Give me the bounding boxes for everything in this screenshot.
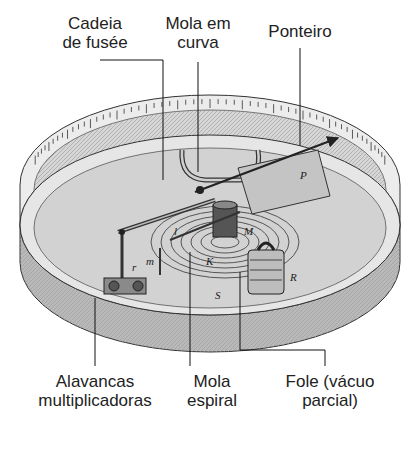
- spiral-turn: [211, 236, 239, 248]
- scale-tick: [161, 102, 162, 107]
- scale-tick: [185, 100, 186, 105]
- scale-tick: [53, 139, 54, 144]
- scale-tick: [35, 156, 36, 165]
- bellows-clamp: [258, 243, 274, 250]
- scale-tick: [329, 119, 330, 128]
- scale-tick: [378, 149, 379, 154]
- lever-plate: [238, 150, 330, 214]
- engraving-letter: l: [174, 226, 177, 237]
- scale-tick: [138, 106, 139, 111]
- scale-tick: [309, 112, 310, 117]
- scale-tick: [316, 115, 317, 120]
- scale-tick: [62, 133, 63, 138]
- lever-rod: [159, 248, 161, 275]
- hub-top: [213, 201, 237, 209]
- scale-tick: [218, 99, 219, 104]
- scale-tick: [323, 117, 324, 122]
- scale-tick: [295, 109, 296, 114]
- scale-tick: [352, 130, 353, 139]
- scale-tick: [154, 103, 155, 108]
- scale-tick: [117, 111, 118, 120]
- lever-joint: [119, 229, 125, 235]
- scale-tick: [288, 107, 289, 112]
- scale-tick: [335, 122, 336, 127]
- scale-tick: [110, 112, 111, 117]
- scale-tick: [72, 127, 73, 132]
- case-rim: [20, 135, 400, 315]
- scale-tick: [48, 142, 49, 151]
- engraving-letter: r: [132, 262, 136, 273]
- vacuum-bellows: [248, 243, 284, 294]
- scale-tick: [381, 152, 382, 157]
- part-callout: Mola em curva: [159, 14, 237, 52]
- scale-tick: [193, 99, 194, 104]
- scale-tick: [341, 124, 342, 129]
- engraving-letter: M: [244, 226, 253, 237]
- scale-tick: [347, 127, 348, 132]
- lever-rod: [121, 232, 124, 282]
- scale-tick: [78, 124, 79, 129]
- scale-tick: [384, 156, 385, 165]
- scale-tick: [362, 136, 363, 141]
- scale-tick: [103, 115, 104, 120]
- scale-tick: [242, 100, 243, 109]
- scale-tick: [250, 101, 251, 106]
- engraving-letter: K: [206, 256, 213, 267]
- scale-tick: [234, 100, 235, 105]
- multiplying-levers: [104, 200, 240, 294]
- leader-line: [100, 60, 163, 180]
- engraving-letter: m: [146, 256, 154, 267]
- lever-base: [104, 278, 146, 294]
- pointer-axle: [196, 186, 204, 194]
- bellows-body: [248, 250, 284, 294]
- scale-tick: [210, 99, 211, 108]
- scale-tick: [226, 99, 227, 104]
- lever-pivot: [109, 281, 119, 291]
- part-callout: Fole (vácuo parcial): [270, 372, 390, 410]
- scale-tick: [281, 106, 282, 111]
- scale-tick: [90, 119, 91, 128]
- scale-tick: [41, 149, 42, 154]
- leader-line: [190, 252, 191, 366]
- engraving-letter: R: [290, 272, 297, 283]
- pointer-needle: [195, 138, 338, 192]
- scale-tick: [57, 136, 58, 141]
- scale-tick: [169, 101, 170, 106]
- leader-line: [198, 62, 199, 172]
- scale-tick: [67, 130, 68, 139]
- engraving-letter: S: [215, 290, 221, 301]
- lever-arm: [170, 212, 240, 240]
- scale-tick: [371, 142, 372, 151]
- scale-tick: [96, 117, 97, 122]
- scale-tick: [265, 103, 266, 108]
- scale-tick: [258, 102, 259, 107]
- scale-tick: [357, 133, 358, 138]
- scale-tick: [303, 111, 304, 120]
- scale-tick: [146, 104, 147, 113]
- part-callout: Ponteiro: [250, 22, 350, 41]
- scale-tick: [38, 152, 39, 157]
- bellows-folds: [250, 260, 282, 280]
- scale-tick: [273, 104, 274, 113]
- leader-line: [300, 48, 301, 146]
- leader-line: [95, 298, 96, 366]
- scale-tick: [374, 145, 375, 150]
- scale-tick: [124, 109, 125, 114]
- scale-tick: [84, 122, 85, 127]
- leader-line: [240, 272, 325, 366]
- scale-tick: [131, 107, 132, 112]
- scale-tick: [177, 100, 178, 109]
- scale-tick: [45, 145, 46, 150]
- part-callout: Alavancas multiplicadoras: [25, 372, 165, 410]
- part-callout: Cadeia de fusée: [57, 14, 133, 52]
- engraving-letter: P: [300, 170, 307, 181]
- scale-tick: [201, 99, 202, 104]
- leader-lines: [95, 48, 325, 366]
- lever-pivot: [133, 281, 143, 291]
- scale-tick: [366, 139, 367, 144]
- case-floor: [34, 148, 386, 308]
- part-callout: Mola espiral: [180, 372, 244, 410]
